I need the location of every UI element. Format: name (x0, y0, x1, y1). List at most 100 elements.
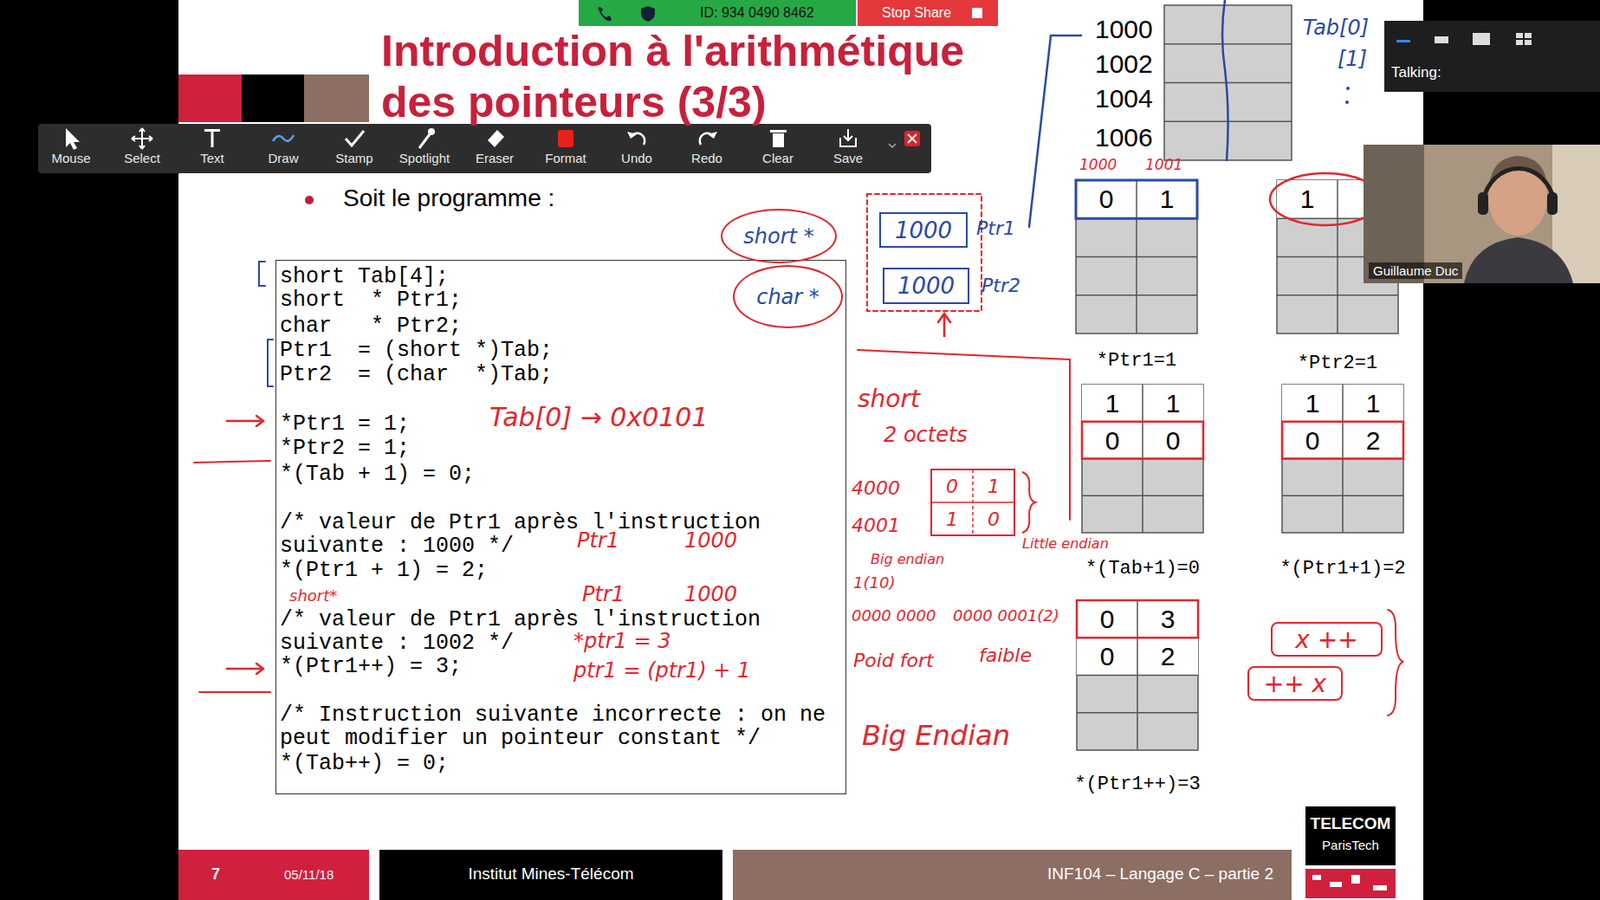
logo-pattern (1305, 868, 1396, 899)
logo-pattern (1351, 874, 1361, 884)
footer-course-text: INF104 – Langage C – partie 2 (1047, 864, 1274, 884)
handwritten-note: Big Endian (861, 719, 1011, 752)
pointer-box-text: Ptr1 (976, 217, 1016, 240)
zoom-panel: Talking: (1384, 20, 1600, 92)
handwritten-note: 1(10) (853, 573, 895, 592)
webcam-video (1483, 168, 1555, 201)
webcam-video (1363, 144, 1600, 284)
memory-cell-text: 0 (1075, 180, 1137, 219)
annotation-toolbar-text: Undo (597, 150, 676, 166)
zoom-share-bar (597, 6, 612, 21)
annotation-toolbar: MouseSelectTextDrawStampSpotlightEraserF… (38, 123, 932, 174)
footer-institute: Institut Mines-Télécom (379, 849, 723, 900)
annotation-toolbar (427, 128, 435, 136)
memory-grid-text: *Ptr2=1 (1250, 352, 1425, 375)
webcam-video (1363, 144, 1600, 284)
footer-institute-text: Institut Mines-Télécom (379, 864, 723, 884)
memory-table-text: 1006 (1094, 123, 1154, 153)
handwritten-note: Big endian (870, 550, 945, 568)
zoom-side-panel (1472, 32, 1490, 46)
code-box-text: *Ptr1 = 1; (279, 412, 410, 437)
memory-cell: 1 (1081, 384, 1143, 422)
handwritten-note: Ptr1 (582, 582, 625, 607)
memory-cell: 0 (1142, 421, 1204, 460)
increment-box-text: ++ x (1249, 667, 1341, 700)
annotation-toolbar-text: Spotlight (385, 150, 464, 166)
memory-cell: 3 (1137, 600, 1199, 638)
memory-table (1346, 86, 1350, 91)
handwritten-annotation (938, 313, 951, 337)
annotation-toolbar (211, 129, 214, 148)
memory-grid (1075, 180, 1198, 334)
annotation-toolbar-text: Redo (667, 150, 746, 166)
slide-title: Introduction à l'arithmétique des pointe… (381, 25, 1005, 129)
memory-cell-text: 2 (1342, 421, 1404, 460)
handwritten-annotation (199, 691, 271, 694)
annotation-toolbar (65, 128, 80, 150)
annotation-toolbar (907, 134, 917, 143)
handwritten-note: faible (978, 644, 1032, 667)
memory-grid (1076, 600, 1199, 751)
annotation-toolbar (770, 129, 787, 133)
zoom-share-bar (641, 6, 655, 22)
endian-sketch (1022, 472, 1036, 533)
memory-grid (1075, 180, 1198, 219)
code-box-text: char * Ptr2; (279, 314, 462, 339)
memory-cell-text: 1 (1342, 384, 1404, 422)
type-ellipse: char * (732, 265, 843, 329)
memory-grid: *(Ptr1++)=30302 (1076, 600, 1199, 751)
code-box-text: /* valeur de Ptr1 après l'instruction su… (279, 608, 833, 655)
handwritten-note: 0000 0000 (851, 606, 936, 625)
endian-sketch (931, 469, 1015, 536)
annotation-toolbar (345, 130, 364, 146)
code-box-text: *(Tab++) = 0; (279, 751, 449, 777)
memory-grid (1081, 384, 1204, 533)
logo-pattern (1312, 874, 1322, 881)
annotation-toolbar (557, 129, 574, 148)
memory-cell: 2 (1137, 637, 1199, 675)
handwritten-note: Little endian (1022, 535, 1109, 552)
memory-grid: *(Ptr1+1)=21102 (1282, 384, 1404, 533)
memory-table (1222, 0, 1229, 162)
code-box-text: *Ptr2 = 1; (279, 436, 410, 461)
handwritten-note: Tab[0] → 0x0101 (489, 401, 709, 433)
meeting-id-bar-text: ID: 934 0490 8462 (699, 5, 815, 21)
annotation-toolbar-text: Save (809, 150, 888, 166)
memory-cell: 0 (1282, 421, 1343, 460)
memory-cell: 0 (1081, 421, 1143, 460)
annotation-toolbar (627, 131, 637, 139)
pointer-box: 1000Ptr2 (882, 267, 970, 305)
annotation-toolbar (904, 130, 920, 147)
pointer-box: 1000Ptr1 (879, 212, 968, 248)
code-box: short Tab[4];short * Ptr1;char * Ptr2;Pt… (275, 259, 847, 795)
zoom-share-bar (578, 0, 856, 26)
logo-box-text: ParisTech (1305, 837, 1396, 853)
memory-table-text: 1000 (1094, 14, 1154, 45)
memory-grid (1081, 421, 1204, 460)
handwritten-annotation (867, 194, 982, 311)
webcam-video (1489, 155, 1548, 187)
handwritten-note: short (857, 384, 920, 414)
annotation-toolbar (487, 129, 505, 148)
annotation-toolbar (272, 135, 294, 142)
sketch-cell: 0 (931, 469, 973, 503)
annotation-toolbar (419, 134, 430, 149)
bullet (304, 195, 314, 205)
color-squares (241, 74, 305, 123)
memory-table-text: Tab[0] (1302, 15, 1369, 40)
code-box-text: /* Instruction suivante incorrecte : on … (279, 703, 833, 751)
handwritten-annotation (194, 460, 271, 463)
code-box-text: short Tab[4]; (279, 265, 449, 290)
type-ellipse: short * (720, 208, 837, 264)
memory-grid (1076, 600, 1199, 638)
memory-grid (1081, 384, 1204, 533)
zoom-share-bar (971, 7, 983, 19)
memory-cell: 1 (1282, 384, 1343, 422)
memory-cell-text: 0 (1076, 600, 1138, 638)
color-squares (304, 74, 370, 123)
memory-table-text: 1002 (1094, 49, 1154, 79)
handwritten-note: 1000 (684, 528, 738, 553)
annotation-toolbar-text: Eraser (455, 150, 534, 166)
annotation-toolbar (772, 133, 784, 148)
